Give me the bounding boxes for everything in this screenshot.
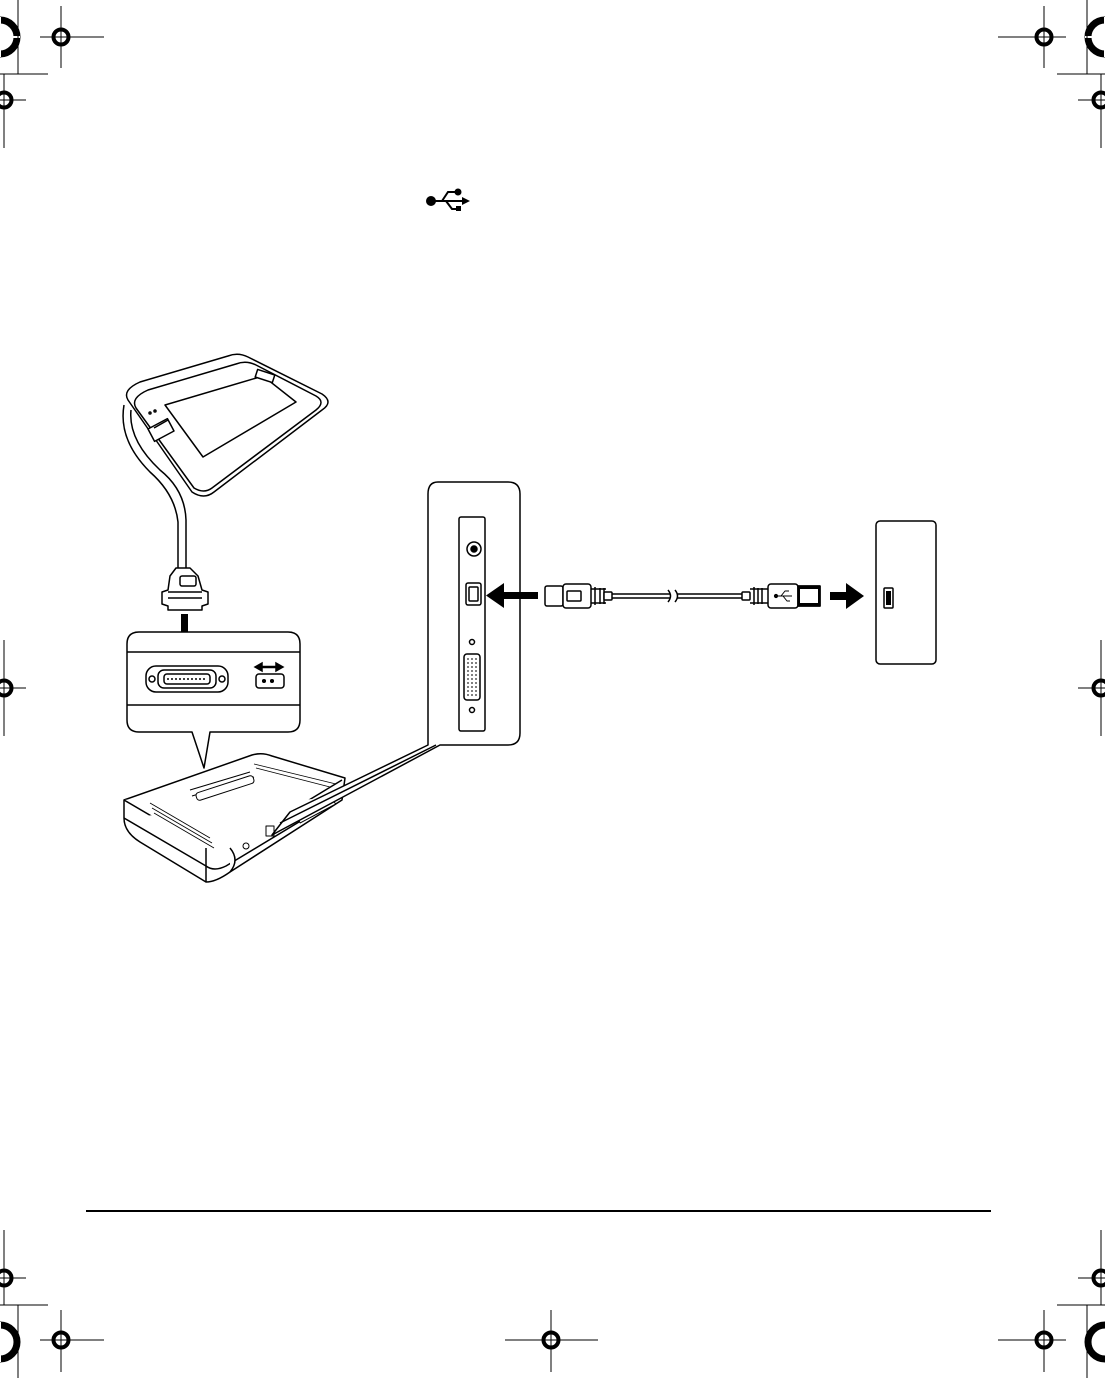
- arrow-usb-a-to-computer: [830, 583, 864, 609]
- registration-mark-bottom-center: [505, 1310, 598, 1372]
- registration-mark-bottom-right: [998, 1230, 1105, 1378]
- usb-trident-icon: [427, 190, 470, 212]
- switch-icon: [255, 663, 284, 688]
- registration-mark-mid-right: [1078, 640, 1105, 736]
- registration-mark-bottom-left: [0, 1230, 104, 1378]
- registration-mark-top-left: [0, 0, 104, 148]
- footer-rule: [86, 1210, 991, 1212]
- usb-cable-icon: [545, 584, 820, 608]
- usb-port-icon: [876, 521, 936, 664]
- dvi-port-icon: [146, 666, 228, 692]
- converter-box-icon: [124, 754, 345, 882]
- registration-mark-top-right: [998, 0, 1105, 148]
- tablet-icon: [127, 354, 329, 496]
- plug-icon: [162, 568, 208, 610]
- converter-connector-callout: [127, 632, 300, 768]
- registration-mark-mid-left: [0, 640, 26, 736]
